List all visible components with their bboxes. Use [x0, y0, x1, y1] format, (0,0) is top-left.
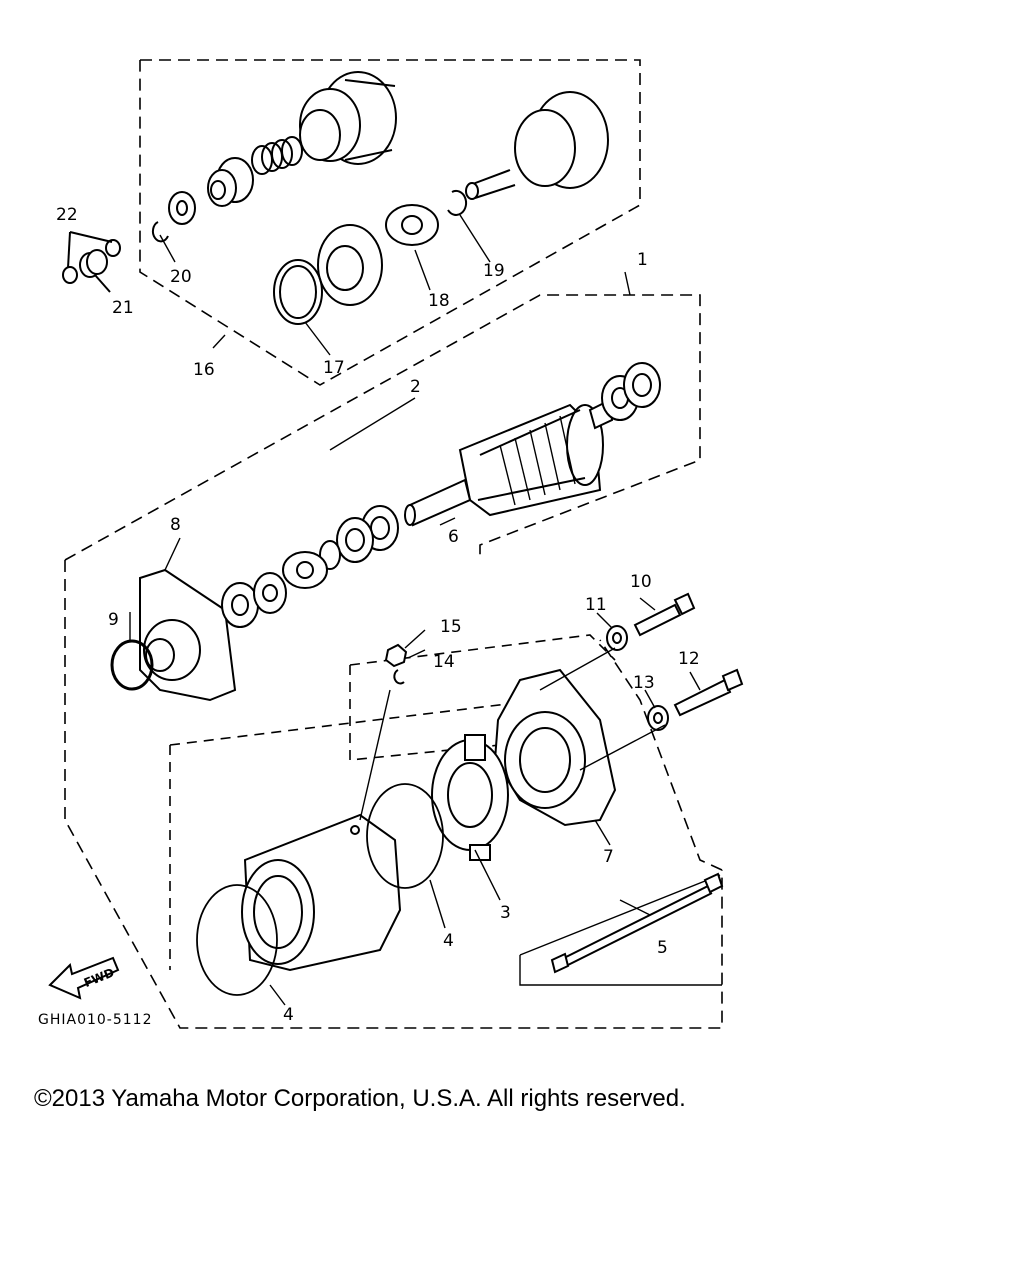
- callout-4a: 4: [443, 931, 454, 951]
- callout-21: 21: [112, 298, 134, 318]
- copyright-notice: ©2013 Yamaha Motor Corporation, U.S.A. A…: [34, 1085, 686, 1112]
- o-ring-4a-part: [366, 783, 444, 889]
- bolt-12-part: [673, 668, 744, 717]
- circlip-19-part: [447, 189, 468, 216]
- clutch-gear-part: [299, 71, 397, 165]
- through-bolt-part: [550, 872, 724, 974]
- washer-13-part: [647, 705, 669, 731]
- fwd-arrow-icon: FWD: [48, 956, 120, 1000]
- callout-8: 8: [170, 515, 181, 535]
- group-1-outline: [64, 294, 723, 1029]
- callout-9: 9: [108, 610, 119, 630]
- callout-1: 1: [637, 250, 648, 270]
- callout-16: 16: [193, 360, 215, 380]
- o-ring-4b-part: [196, 884, 278, 996]
- front-cover-part: [139, 568, 287, 702]
- group-5-outline: [519, 874, 722, 986]
- callout-17: 17: [323, 358, 345, 378]
- callout-14: 14: [433, 652, 455, 672]
- clip-20-part: [151, 221, 169, 243]
- callout-20: 20: [170, 267, 192, 287]
- callout-12: 12: [678, 649, 700, 669]
- o-ring-9-part: [110, 639, 154, 691]
- clutch-housing-part: [317, 224, 383, 306]
- callout-7: 7: [603, 847, 614, 867]
- callout-13: 13: [633, 673, 655, 693]
- callout-15: 15: [440, 617, 462, 637]
- callout-6: 6: [448, 527, 459, 547]
- washer-part: [168, 191, 196, 225]
- plate-18-part: [385, 204, 439, 246]
- pinion-gear-part: [465, 91, 609, 200]
- brush-holder-part: [431, 734, 509, 861]
- callout-labels: 1 2 3 4 4 5 6 7 8 9 10 11 12 13 14 15 16…: [56, 205, 700, 1025]
- group-16-outline: [139, 59, 641, 386]
- callout-4b: 4: [283, 1005, 294, 1025]
- collar-21-part: [62, 231, 121, 293]
- leader-lines: [129, 214, 701, 1006]
- armature-part: [404, 398, 614, 527]
- callout-22: 22: [56, 205, 78, 225]
- yoke-part: [241, 813, 402, 972]
- callout-5: 5: [657, 938, 668, 958]
- rear-cover-part: [493, 668, 617, 827]
- collar-part: [207, 157, 254, 207]
- callout-11: 11: [585, 595, 607, 615]
- callout-3: 3: [500, 903, 511, 923]
- callout-2: 2: [410, 377, 421, 397]
- nut-15-part: [384, 643, 408, 668]
- washers-left-part: [282, 505, 399, 589]
- washer-14-part: [393, 669, 405, 685]
- bolt-10-part: [633, 592, 696, 637]
- diagram-code: GHIA010-5112: [38, 1012, 152, 1028]
- callout-10: 10: [630, 572, 652, 592]
- callout-19: 19: [483, 261, 505, 281]
- exploded-parts-diagram: FWD GHIA010-5112 1 2 3 4 4 5 6 7 8 9 10 …: [38, 59, 744, 1029]
- washers-right-part: [601, 362, 661, 421]
- washer-11-part: [606, 625, 628, 651]
- callout-18: 18: [428, 291, 450, 311]
- spring-part: [251, 136, 303, 175]
- bearing-ring-17-part: [273, 259, 323, 325]
